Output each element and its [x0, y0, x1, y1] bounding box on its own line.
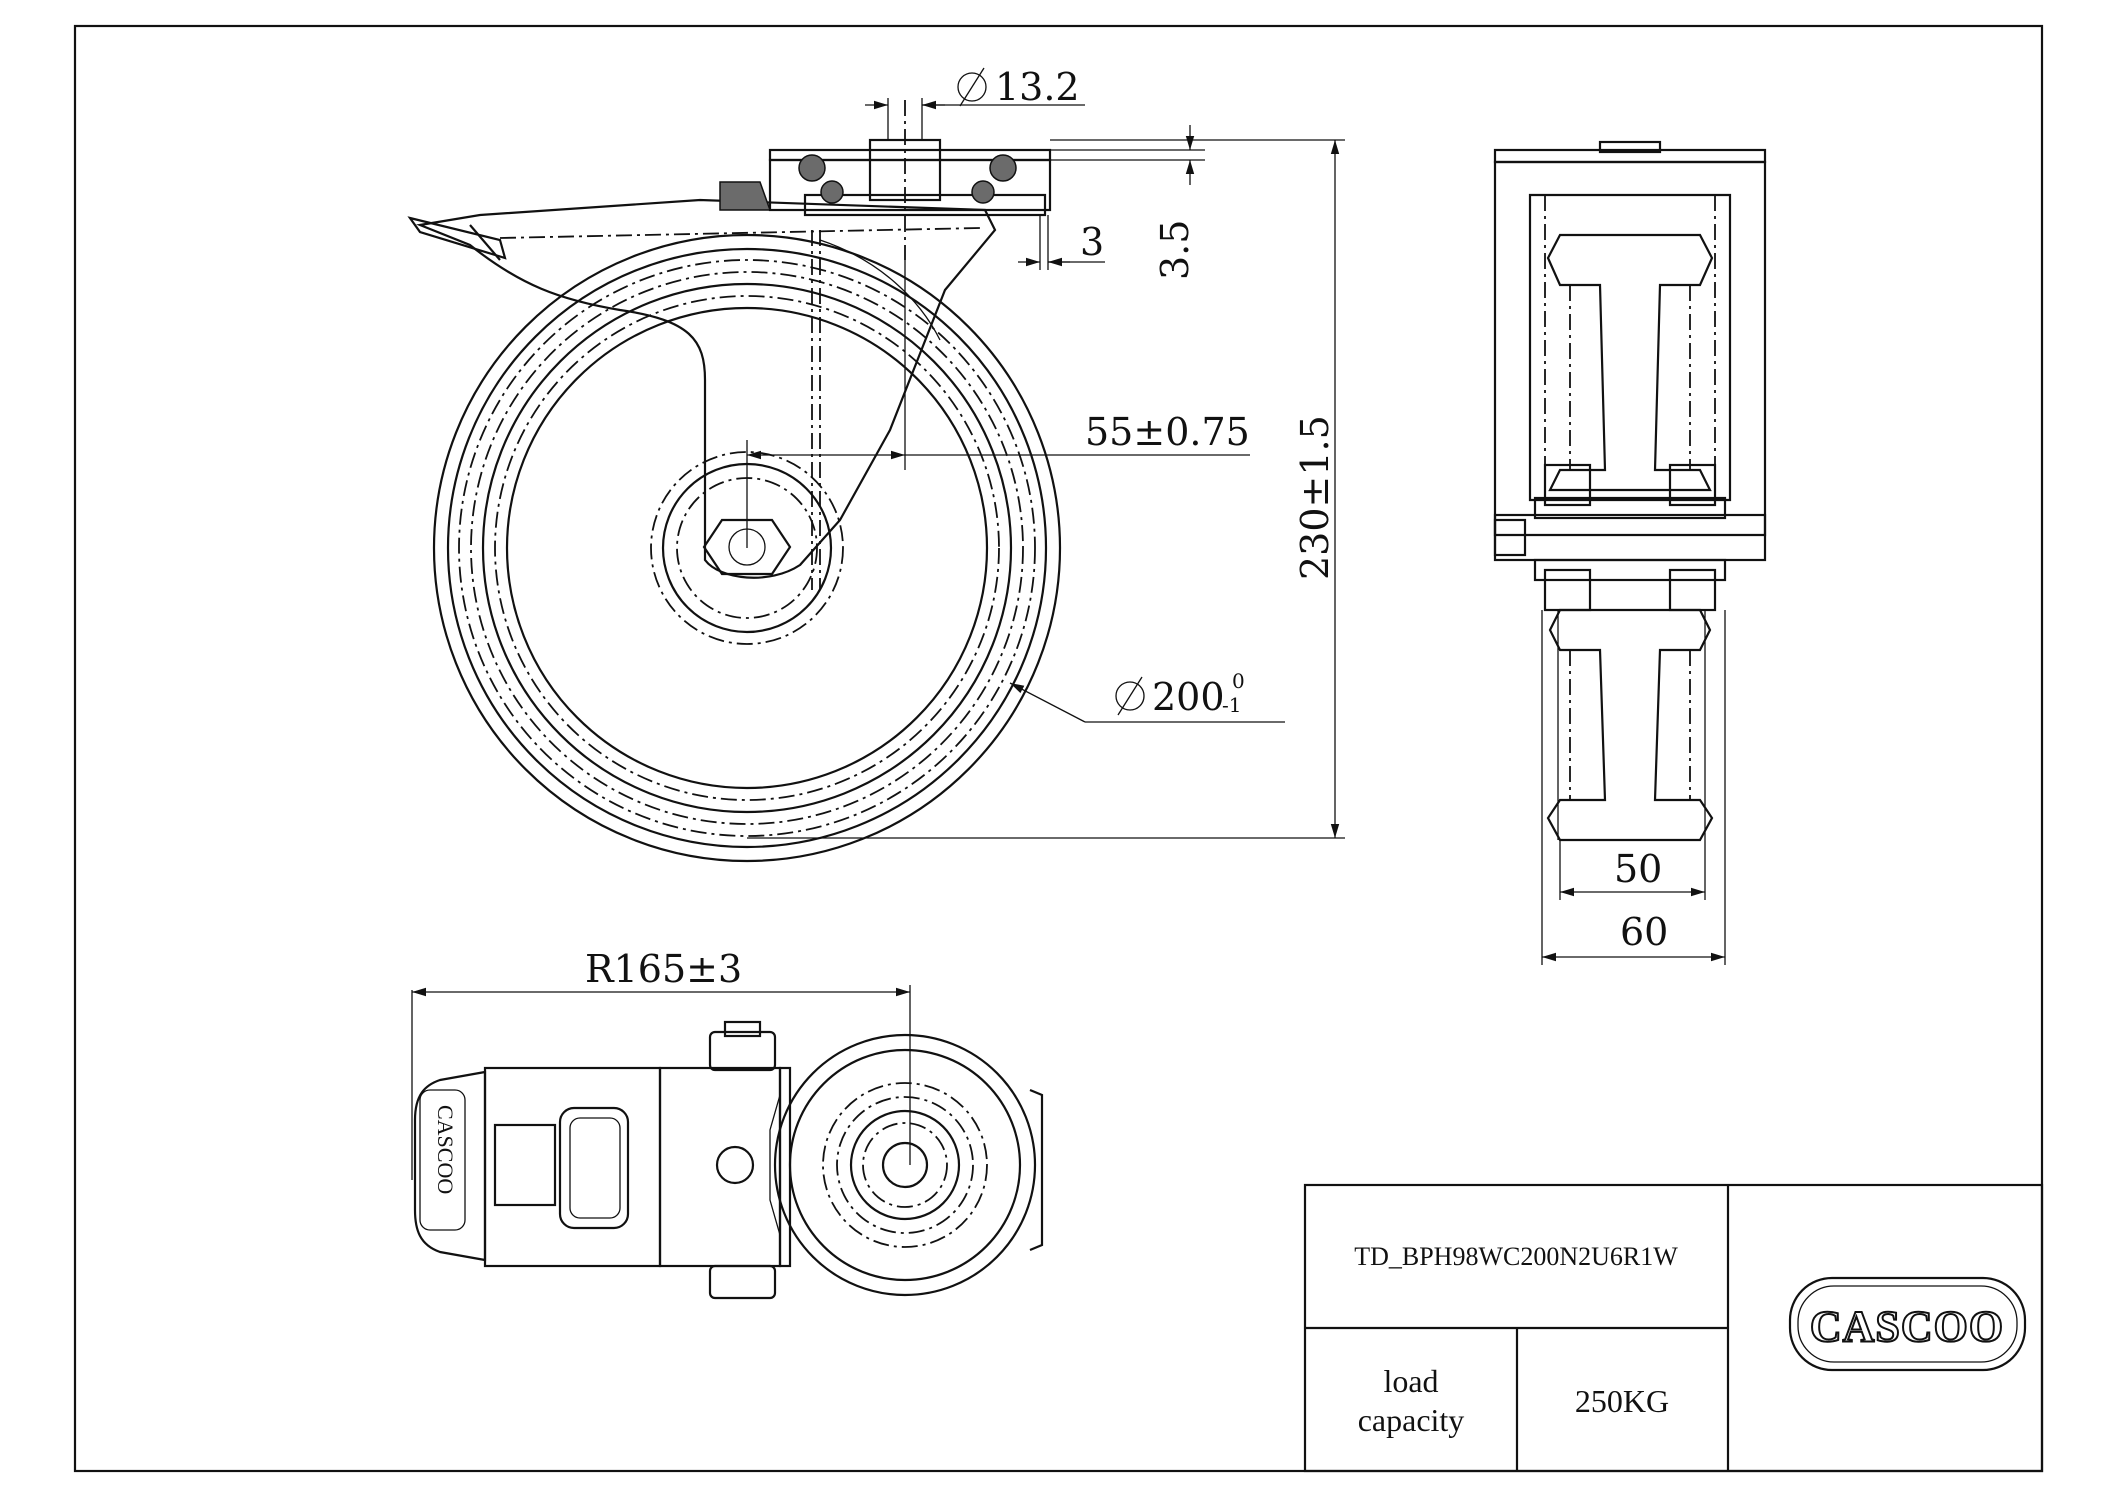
side-view: 13.2 3.5 3 55±0.75 230±1.5 200 0	[407, 65, 1345, 863]
dim-plate-offset: 3	[1080, 220, 1104, 264]
dim-swivel-radius: R165±3	[585, 947, 742, 991]
dim-tread-width: 50	[1614, 847, 1662, 891]
dim-swivel-offset: 55±0.75	[1085, 410, 1250, 454]
load-value: 250KG	[1575, 1383, 1669, 1419]
dim-overall-height: 230±1.5	[1293, 415, 1337, 580]
diameter-symbol-icon	[957, 67, 987, 107]
part-number: TD_BPH98WC200N2U6R1W	[1354, 1242, 1678, 1271]
dim-wheel-diameter: 200	[1152, 675, 1225, 719]
load-label-line1: load	[1383, 1363, 1438, 1399]
logo-text: CASCOO	[1810, 1302, 2004, 1351]
dim-wheel-tol-upper: 0	[1232, 669, 1245, 693]
dim-plate-thickness: 3.5	[1153, 220, 1197, 280]
diameter-symbol-icon	[1115, 676, 1145, 716]
dim-overall-width: 60	[1620, 910, 1668, 954]
title-block: TD_BPH98WC200N2U6R1W load capacity 250KG…	[1303, 1183, 2044, 1473]
dim-bolt-hole: 13.2	[995, 65, 1080, 109]
load-label-line2: capacity	[1358, 1402, 1465, 1438]
front-view: 50 60	[1493, 140, 1767, 965]
dim-wheel-tol-lower: -1	[1222, 693, 1241, 717]
brake-logo-text: CASCOO	[433, 1105, 458, 1194]
top-view: CASCOO R165±3	[411, 947, 1044, 1300]
cascoo-logo: CASCOO	[1788, 1276, 2027, 1372]
drawing-border	[73, 24, 2044, 1473]
